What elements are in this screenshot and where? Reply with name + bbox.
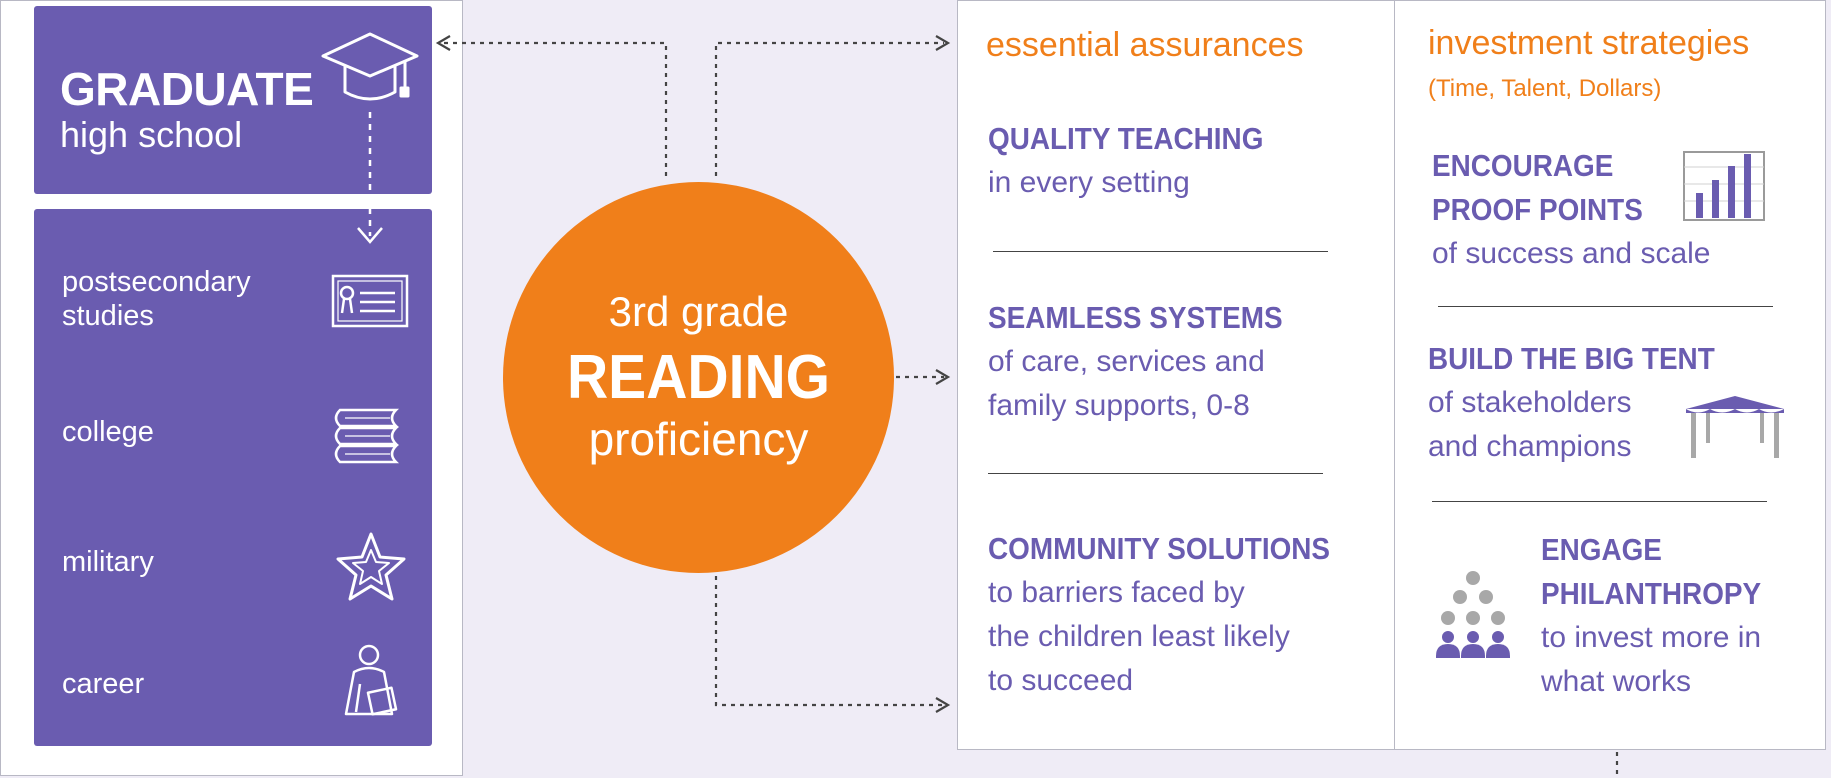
item-line: to succeed [988,664,1134,697]
circle-line-3: proficiency [588,413,809,465]
item-title: QUALITY TEACHING [988,121,1264,156]
divider [993,251,1328,252]
essential-item-community-solutions: COMMUNITY SOLUTIONS to barriers faced by… [988,527,1368,703]
circle-line-1: 3rd grade [608,288,789,335]
essential-item-seamless-systems: SEAMLESS SYSTEMS of care, services and f… [988,296,1315,428]
pathway-label-college: college [62,416,154,448]
essentials-heading: essential assurances [986,26,1304,64]
pathway-label-career: career [62,668,145,700]
item-title: SEAMLESS SYSTEMS [988,300,1283,335]
divider [988,473,1323,474]
pathway-label-postsecondary: postsecondary studies [62,265,251,333]
item-line: to barriers faced by [988,576,1245,609]
strategy-item-proof-points: ENCOURAGE PROOF POINTS of success and sc… [1432,144,1710,276]
investment-heading: investment strategies [1428,24,1750,62]
graduate-title: GRADUATE [60,63,314,115]
divider [1432,501,1767,502]
circle-line-2: READING [566,343,831,412]
item-line: in every setting [988,166,1190,199]
item-title: PHILANTHROPY [1541,576,1762,611]
item-title: ENCOURAGE [1432,148,1614,183]
graduate-subtitle: high school [60,114,243,155]
item-line: of success and scale [1432,237,1711,270]
pathway-label-line2: studies [62,300,154,332]
strategy-item-big-tent: BUILD THE BIG TENT of stakeholders and c… [1428,337,1747,469]
item-line: of care, services and [988,345,1265,378]
item-title: COMMUNITY SOLUTIONS [988,531,1331,566]
investment-subheading: (Time, Talent, Dollars) [1428,75,1662,102]
investment-strategies-panel [1394,0,1826,750]
item-title: BUILD THE BIG TENT [1428,341,1715,376]
item-title: PROOF POINTS [1432,192,1643,227]
essential-item-quality-teaching: QUALITY TEACHING in every setting [988,117,1294,205]
pathway-label-military: military [62,546,154,578]
reading-proficiency-circle [503,182,894,573]
strategy-item-philanthropy: ENGAGE PHILANTHROPY to invest more in wh… [1541,528,1786,704]
item-line: what works [1541,665,1692,698]
item-line: family supports, 0-8 [988,389,1250,422]
item-line: and champions [1428,430,1632,463]
item-line: the children least likely [988,620,1290,653]
divider [1438,306,1773,307]
item-line: of stakeholders [1428,386,1632,419]
item-title: ENGAGE [1541,532,1662,567]
item-line: to invest more in [1541,621,1762,654]
pathway-label-line1: postsecondary [62,266,251,298]
